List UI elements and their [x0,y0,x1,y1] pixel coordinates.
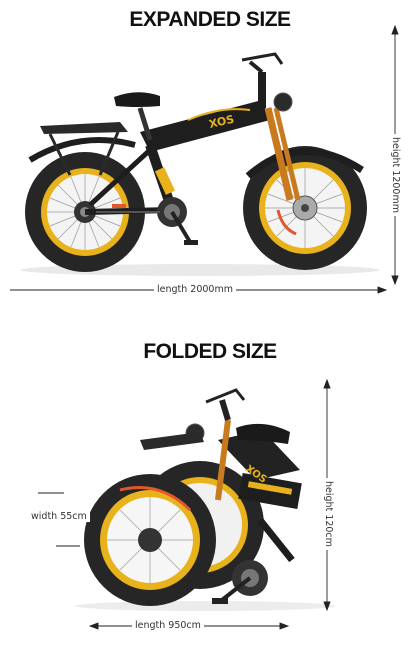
expanded-size-title: EXPANDED SIZE [129,8,291,31]
expanded-brand-logo: XOS [208,113,236,131]
folded-length-label: length 950cm [132,620,204,631]
front-wheel [243,146,367,270]
folded-width-label: width 55cm [28,511,90,522]
expanded-length-label: length 2000mm [154,284,236,295]
folded-height-label: height 120cm [323,478,334,550]
folded-size-title: FOLDED SIZE [143,340,277,363]
expanded-bike-image: XOS [20,52,380,276]
folded-front-wheel [84,474,216,606]
